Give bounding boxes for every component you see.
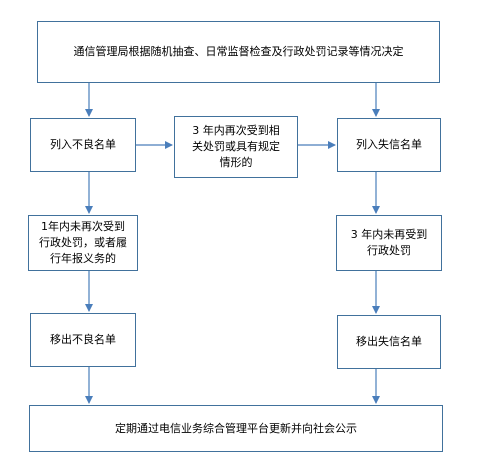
node-three-year-condition-label: 3 年内未再受到 行政处罚 xyxy=(350,228,428,257)
node-remove-bad-label: 移出不良名单 xyxy=(50,333,116,346)
node-decision-basis-label: 通信管理局根据随机抽查、日常监督检查及行政处罚记录等情况决定 xyxy=(73,45,404,58)
node-list-bad-label: 列入不良名单 xyxy=(50,138,116,151)
node-public-disclosure: 定期通过电信业务综合管理平台更新并向社会公示 xyxy=(29,405,443,452)
node-public-disclosure-label: 定期通过电信业务综合管理平台更新并向社会公示 xyxy=(115,421,357,435)
node-list-bad: 列入不良名单 xyxy=(30,118,136,172)
node-decision-basis: 通信管理局根据随机抽查、日常监督检查及行政处罚记录等情况决定 xyxy=(37,21,440,83)
node-remove-dishonest: 移出失信名单 xyxy=(337,315,441,369)
node-list-dishonest-label: 列入失信名单 xyxy=(356,138,422,151)
node-remove-dishonest-label: 移出失信名单 xyxy=(356,335,422,348)
node-three-year-condition: 3 年内未再受到 行政处罚 xyxy=(336,215,442,271)
node-repeat-penalty-condition: 3 年内再次受到相 关处罚或具有规定 情形的 xyxy=(174,116,298,178)
node-one-year-condition: 1年内未再次受到 行政处罚，或者履 行年报义务的 xyxy=(28,215,138,271)
node-remove-bad: 移出不良名单 xyxy=(30,313,136,367)
node-list-dishonest: 列入失信名单 xyxy=(337,118,441,172)
node-one-year-condition-label: 1年内未再次受到 行政处罚，或者履 行年报义务的 xyxy=(39,220,127,265)
node-repeat-penalty-condition-label: 3 年内再次受到相 关处罚或具有规定 情形的 xyxy=(192,124,280,169)
